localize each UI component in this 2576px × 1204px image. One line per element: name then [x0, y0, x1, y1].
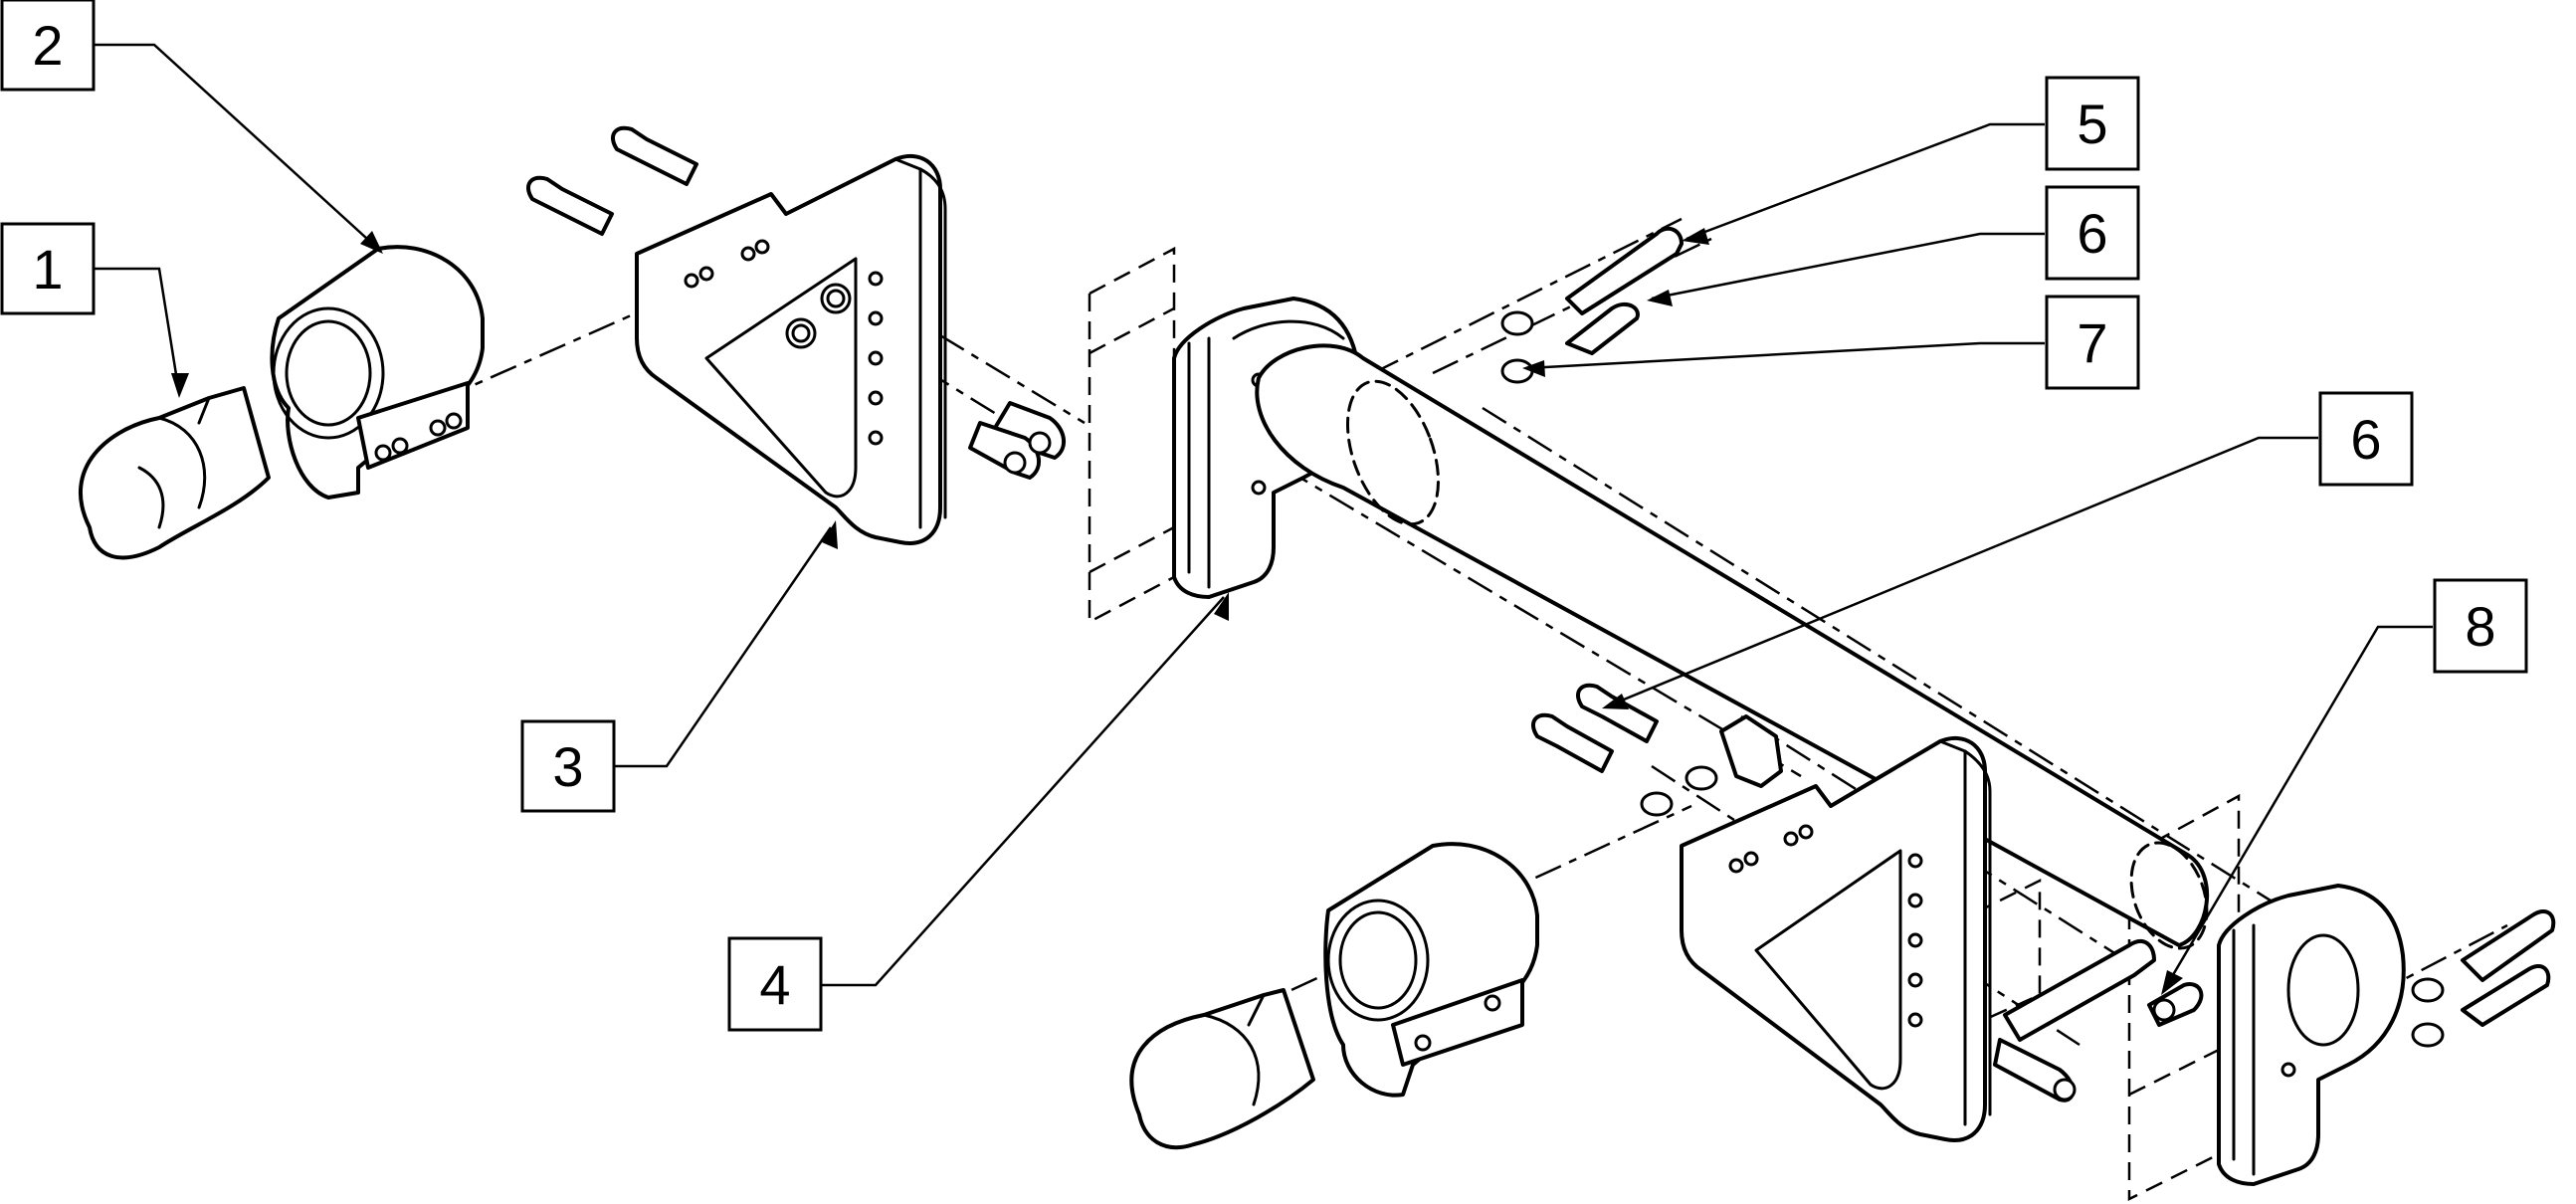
bracket-lower	[1680, 735, 1992, 1142]
callout-4-label: 4	[759, 953, 790, 1016]
screws-upper	[526, 125, 1066, 480]
callout-1-label: 1	[32, 238, 63, 301]
leader-lines	[95, 43, 2433, 995]
clamp-lower	[1323, 842, 1539, 1098]
callout-6-upper: 6	[2045, 185, 2140, 281]
callout-3: 3	[520, 719, 616, 813]
callout-2: 2	[0, 0, 96, 92]
callout-2-label: 2	[32, 14, 63, 77]
callout-3-label: 3	[552, 735, 583, 798]
screws-lower	[1531, 683, 2556, 1103]
sleeve-lower	[1129, 988, 1315, 1150]
callout-8: 8	[2433, 578, 2528, 674]
callout-6-upper-label: 6	[2077, 202, 2107, 265]
callout-7: 7	[2045, 295, 2140, 390]
sleeve-upper	[78, 386, 271, 560]
callout-4: 4	[727, 936, 823, 1032]
callout-8-label: 8	[2465, 595, 2495, 658]
callout-6-lower: 6	[2318, 391, 2414, 487]
callout-5: 5	[2045, 76, 2140, 171]
callout-6-lower-label: 6	[2350, 408, 2381, 471]
housing-lower	[2217, 884, 2406, 1186]
callout-7-label: 7	[2077, 311, 2107, 374]
clamp-upper	[270, 245, 485, 500]
bracket-upper	[635, 153, 947, 545]
callout-5-label: 5	[2077, 93, 2107, 155]
callout-1: 1	[0, 222, 96, 315]
screws-washers-upper-right	[1500, 226, 1684, 384]
